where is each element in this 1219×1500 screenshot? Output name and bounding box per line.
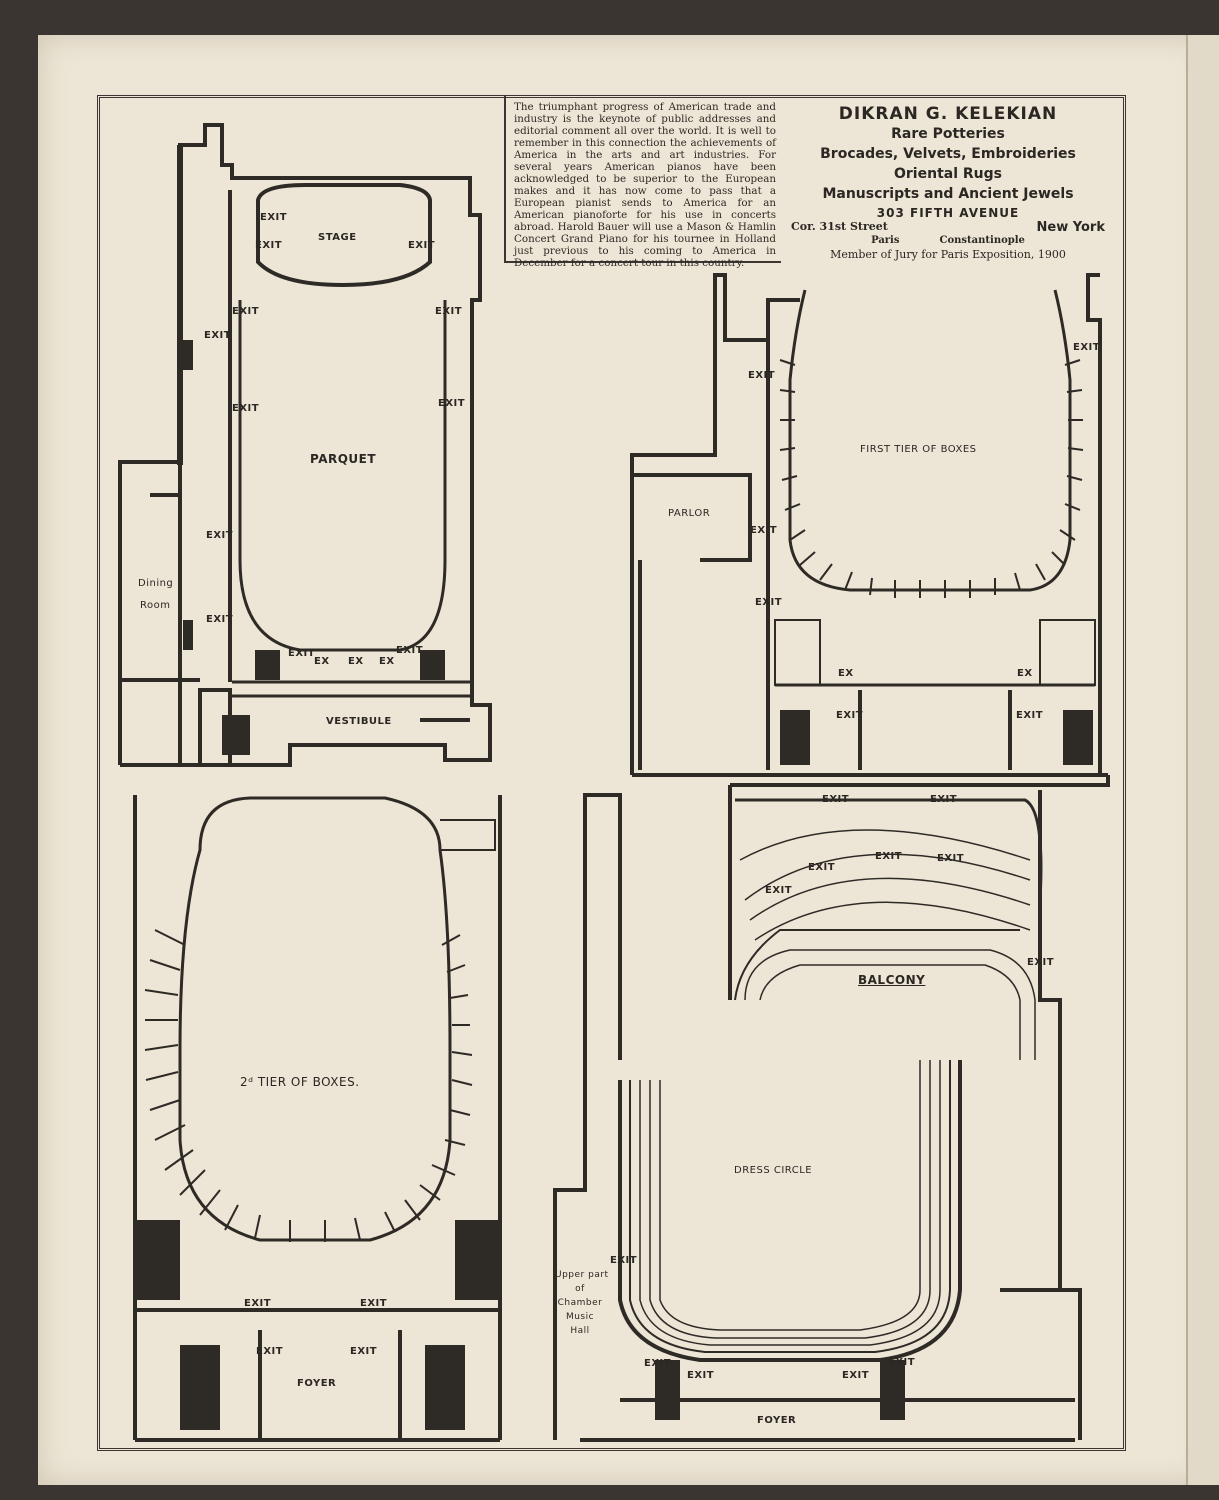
exit-label: EXIT	[232, 403, 260, 414]
ad-city-constantinople: Constantinople	[939, 235, 1025, 246]
ad-address: 303 FIFTH AVENUE	[876, 206, 1020, 220]
exit-label: EXIT	[937, 853, 965, 864]
exit-label: EXIT	[687, 1370, 715, 1381]
exit-label: EXIT	[256, 1346, 284, 1357]
ad-city: New York	[1036, 220, 1105, 235]
exit-label: EXIT	[875, 851, 903, 862]
ad-line: Oriental Rugs	[894, 166, 1002, 182]
news-article: The triumphant progress of American trad…	[504, 95, 781, 269]
exit-label: EXIT	[644, 1358, 672, 1369]
first-tier-plan	[630, 273, 1108, 777]
exit-label: EXIT	[288, 648, 316, 659]
exit-label: EXIT	[350, 1346, 378, 1357]
exit-label: EXIT	[888, 1357, 916, 1368]
chamber-line: Upper part	[555, 1270, 609, 1280]
ad-jury: Member of Jury for Paris Exposition, 190…	[830, 248, 1066, 261]
exit-label: EXIT	[206, 530, 234, 541]
ad-cities: Paris Constantinople	[783, 235, 1113, 246]
ex-label: EX	[348, 656, 364, 667]
parquet-label: PARQUET	[310, 452, 377, 466]
ad-line: Rare Potteries	[891, 126, 1005, 142]
chamber-line: of	[575, 1284, 585, 1294]
balcony-plan	[553, 775, 1110, 1442]
parlor-label: PARLOR	[668, 508, 711, 519]
exit-label: EXIT	[435, 306, 463, 317]
exit-label: EXIT	[1016, 710, 1044, 721]
exit-label: EXIT	[396, 645, 424, 656]
foyer-label: FOYER	[757, 1415, 797, 1426]
dining-label: Dining	[138, 578, 174, 589]
exit-label: EXIT	[765, 885, 793, 896]
exit-label: EXIT	[842, 1370, 870, 1381]
second-tier-label: 2ᵈ TIER OF BOXES.	[240, 1075, 360, 1089]
first-tier-label: FIRST TIER OF BOXES	[860, 444, 977, 455]
chamber-line: Hall	[570, 1326, 590, 1336]
ad-line: Brocades, Velvets, Embroideries	[820, 146, 1076, 162]
page-border	[97, 95, 1126, 1451]
exit-label: EXIT	[255, 240, 283, 251]
exit-label: EXIT	[360, 1298, 388, 1309]
dress-circle-label: DRESS CIRCLE	[734, 1165, 813, 1176]
exit-label: EXIT	[755, 597, 783, 608]
kelekian-advertisement: DIKRAN G. KELEKIAN Rare Potteries Brocad…	[783, 100, 1113, 262]
ad-title: DIKRAN G. KELEKIAN	[838, 104, 1058, 124]
exit-label: EXIT	[244, 1298, 272, 1309]
ad-city-paris: Paris	[871, 235, 900, 246]
ex-label: EX	[1017, 668, 1033, 679]
exit-label: EXIT	[930, 794, 958, 805]
ad-location-row: Cor. 31st Street New York	[783, 220, 1113, 235]
seat-marks	[144, 359, 1084, 1346]
chamber-music-hall-label: Upper part of Chamber Music Hall	[555, 1268, 609, 1338]
exit-label: EXIT	[232, 306, 260, 317]
exit-label: EXIT	[808, 862, 836, 873]
page-spine	[1186, 35, 1219, 1485]
foyer-label: FOYER	[297, 1378, 337, 1389]
stair-blocks	[135, 340, 1093, 1430]
exit-label: EXIT	[610, 1255, 638, 1266]
ad-corner: Cor. 31st Street	[791, 220, 888, 233]
vestibule-label: VESTIBULE	[326, 716, 392, 727]
exit-label: EXIT	[836, 710, 864, 721]
ex-label: EX	[314, 656, 330, 667]
ad-line: Manuscripts and Ancient Jewels	[822, 186, 1074, 202]
balcony-label: BALCONY	[858, 973, 926, 987]
exit-label: EXIT	[204, 330, 232, 341]
parquet-plan	[118, 123, 492, 767]
chamber-line: Chamber	[557, 1298, 603, 1308]
room-label: Room	[140, 600, 171, 611]
ex-label: EX	[379, 656, 395, 667]
exit-label: EXIT	[260, 212, 288, 223]
program-page	[38, 35, 1208, 1485]
second-tier-plan	[133, 795, 502, 1442]
exit-label: EXIT	[1027, 957, 1055, 968]
exit-label: EXIT	[750, 525, 778, 536]
exit-label: EXIT	[1073, 342, 1101, 353]
exit-label: EXIT	[438, 398, 466, 409]
ex-label: EX	[838, 668, 854, 679]
exit-label: EXIT	[822, 794, 850, 805]
stage-label: STAGE	[318, 232, 357, 243]
exit-label: EXIT	[408, 240, 436, 251]
exit-label: EXIT	[748, 370, 776, 381]
exit-label: EXIT	[206, 614, 234, 625]
chamber-line: Music	[565, 1312, 595, 1322]
